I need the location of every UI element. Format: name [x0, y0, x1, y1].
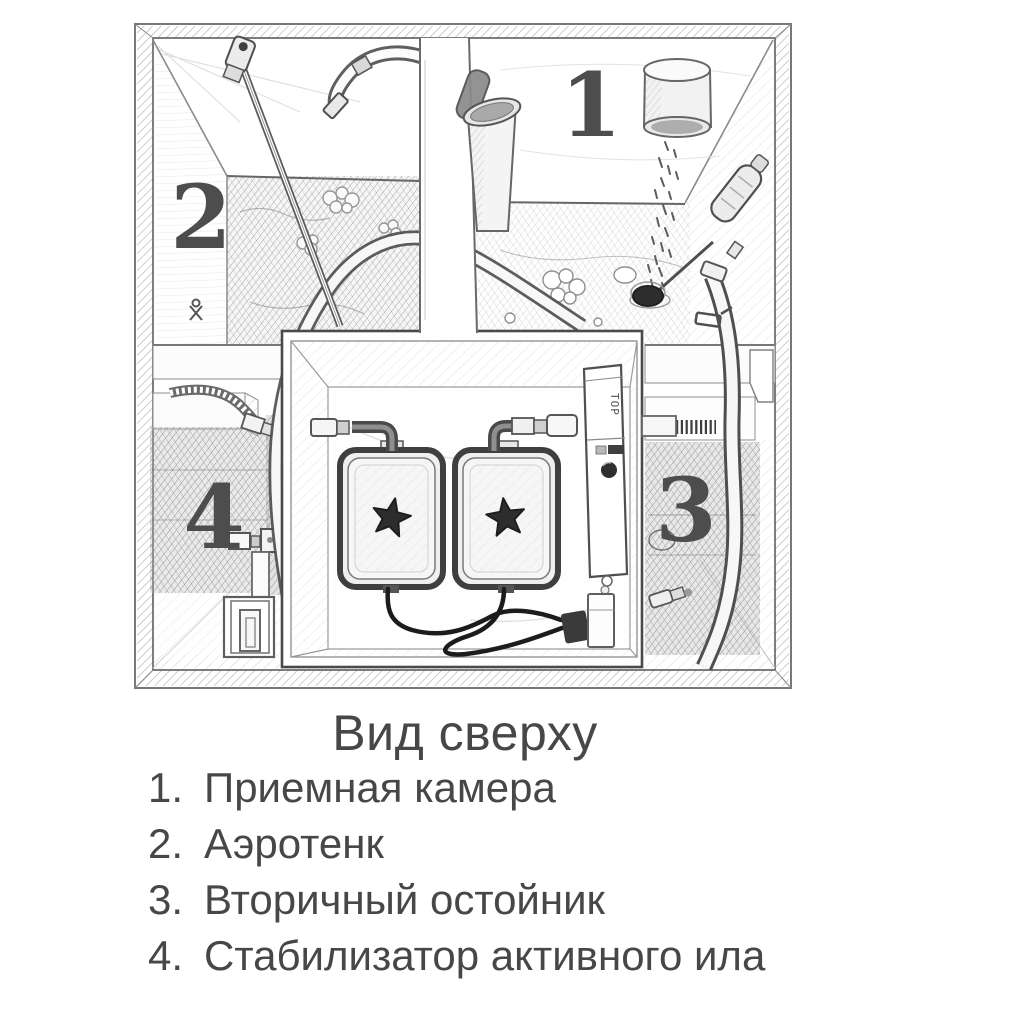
- outlet-pipe: [322, 45, 433, 120]
- control-unit-label: ТОР: [608, 393, 621, 416]
- airlift-hose-left: [268, 230, 587, 614]
- rod-clamp: [222, 35, 256, 84]
- sludge-valve: [228, 528, 279, 598]
- legend-item-text: Приемная камера: [204, 764, 556, 811]
- settler-fitting: [648, 586, 693, 609]
- tool-handle: [710, 154, 769, 223]
- chamber-label-1: 1: [560, 53, 622, 157]
- legend-item-text: Стабилизатор активного ила: [204, 932, 766, 979]
- legend-item-text: Вторичный остойник: [204, 876, 605, 923]
- wall-pipe-stub: [641, 415, 677, 437]
- air-pipe-left: [310, 418, 398, 451]
- air-compressor-left: [337, 440, 446, 593]
- clamp-tool-icon: [189, 298, 203, 321]
- power-cables: [385, 586, 565, 657]
- recirculation-hose-right: [694, 240, 745, 671]
- figure-caption: Вид сверху: [332, 705, 598, 761]
- dip-rod: [222, 35, 344, 328]
- filter-cup: [462, 97, 522, 232]
- legend-item-number: 4.: [148, 932, 184, 979]
- power-plug: [561, 610, 590, 644]
- adapter-box: [587, 593, 615, 648]
- inlet-pipe-cylinder: [642, 58, 713, 138]
- chamber-label-3: 3: [655, 458, 717, 562]
- legend-list: 1. Приемная камера 2. Аэротенк 3. Вторичный…: [148, 760, 765, 984]
- septic-tank-top-view-sketch: ТОР: [134, 23, 792, 689]
- foam-bubbles: [504, 266, 637, 327]
- sampling-dipper: [630, 154, 769, 307]
- aeration-tank-water: [226, 175, 421, 346]
- air-compressor-right: [452, 440, 561, 593]
- service-hatch-box: [222, 595, 276, 659]
- chamber-label-2: 2: [170, 165, 232, 269]
- legend-item-number: 2.: [148, 820, 184, 867]
- chamber-label-4: 4: [183, 465, 245, 569]
- hose-clamp: [694, 306, 733, 328]
- air-pipe-right: [488, 414, 578, 451]
- control-unit: ТОР: [582, 363, 629, 595]
- legend-item: 1. Приемная камера: [148, 760, 765, 816]
- legend-item: 2. Аэротенк: [148, 816, 765, 872]
- legend-item-number: 3.: [148, 876, 184, 923]
- legend-item-text: Аэротенк: [204, 820, 384, 867]
- legend-item: 4. Стабилизатор активного ила: [148, 928, 765, 984]
- power-button-icon: [601, 462, 617, 478]
- legend-item: 3. Вторичный остойник: [148, 872, 765, 928]
- legend-item-number: 1.: [148, 764, 184, 811]
